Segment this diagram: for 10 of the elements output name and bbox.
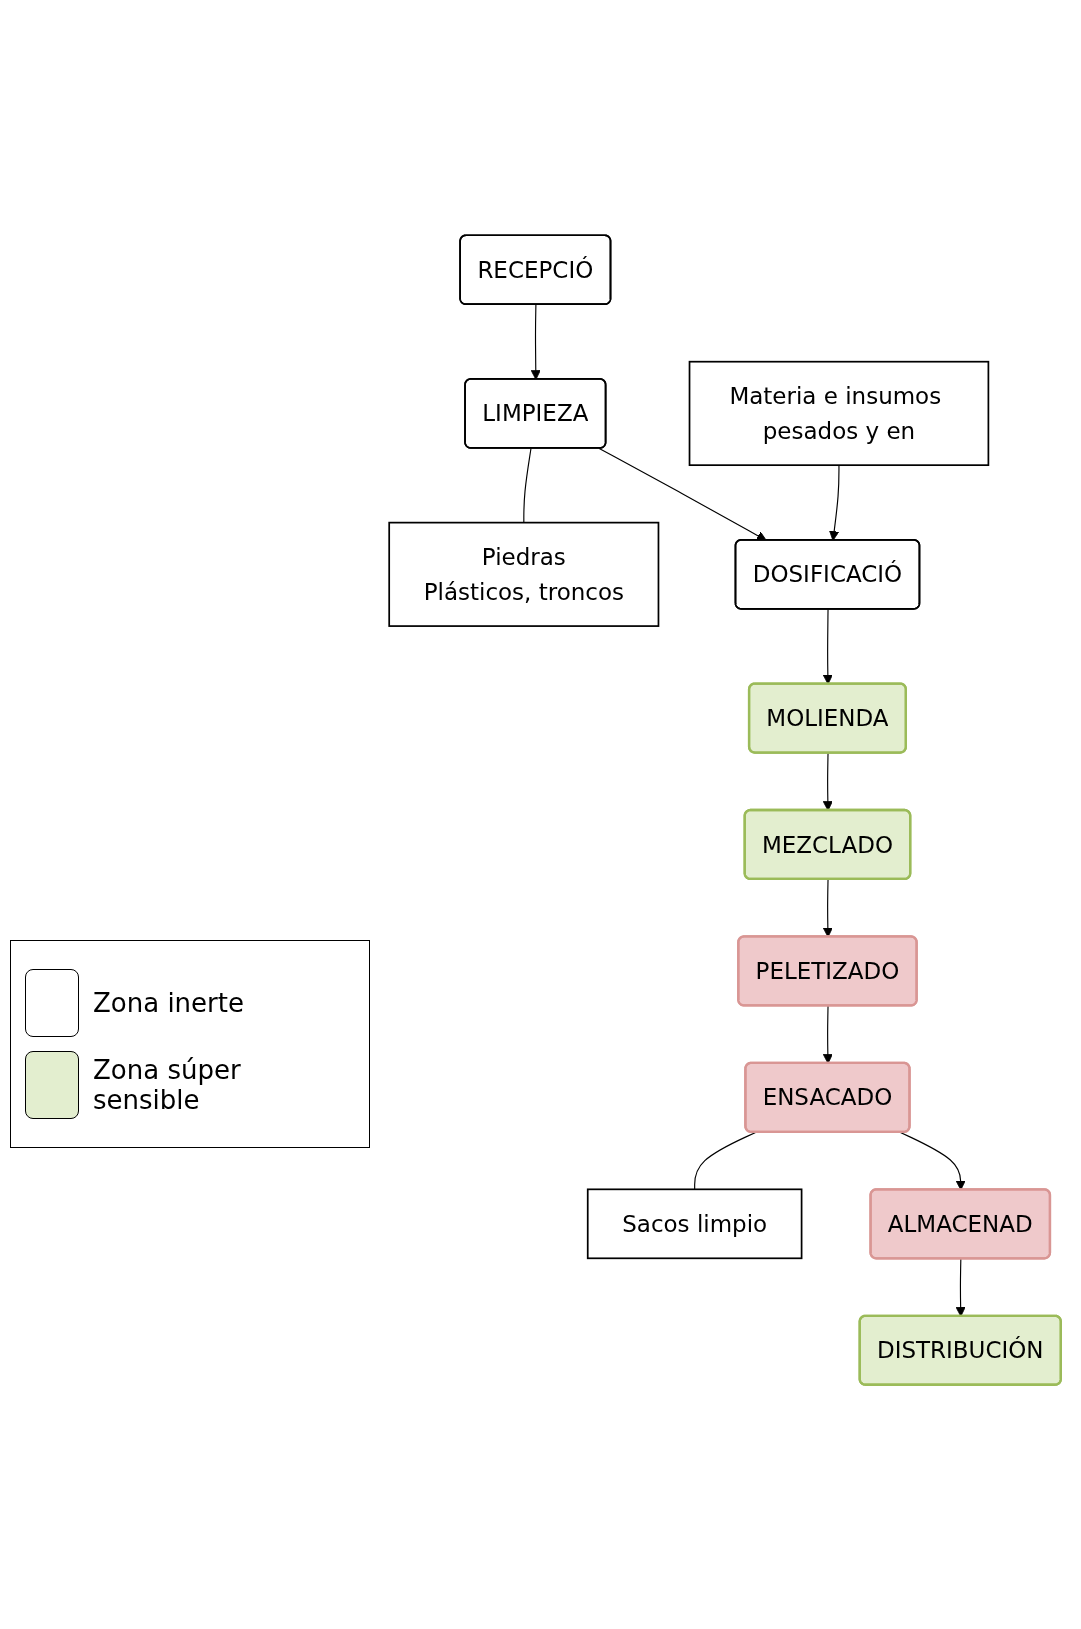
- node-box: Sacos limpio: [586, 1188, 803, 1260]
- arrow: [530, 304, 541, 380]
- arrow: [829, 464, 840, 541]
- legend-label: Zona súper sensible: [93, 1055, 242, 1115]
- connector: [694, 1131, 757, 1190]
- node-box: Piedras Plásticos, troncos: [388, 521, 660, 627]
- legend-label: Zona inerte: [93, 988, 244, 1018]
- connector: [523, 447, 532, 524]
- arrow: [598, 447, 767, 541]
- node-box: Materia e insumos pesados y en: [688, 360, 990, 466]
